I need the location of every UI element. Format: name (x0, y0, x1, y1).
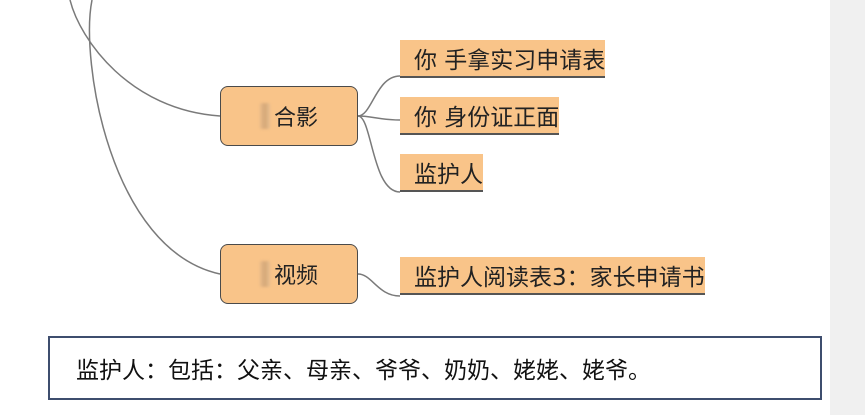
leaf-label: 监护人 (414, 162, 483, 188)
guardian-note-box: 监护人：包括：父亲、母亲、爷爷、奶奶、姥姥、姥爷。 (48, 336, 822, 400)
blurred-name (259, 261, 270, 287)
leaf-group-photo-1[interactable]: 你 手拿实习申请表 (400, 40, 606, 78)
connector-video-leaf-1 (357, 273, 401, 297)
leaf-label: 你 身份证正面 (414, 105, 560, 131)
guardian-note-text: 监护人：包括：父亲、母亲、爷爷、奶奶、姥姥、姥爷。 (76, 358, 651, 384)
leaf-group-photo-3[interactable]: 监护人 (400, 154, 483, 192)
leaf-group-photo-2[interactable]: 你 身份证正面 (400, 97, 560, 135)
branch-node-video[interactable]: 视频 (220, 244, 358, 304)
branch-node-group-photo[interactable]: 合影 (220, 86, 358, 146)
connector-root-group (69, 0, 221, 117)
branch-label-video: 视频 (273, 264, 318, 289)
blurred-name (259, 103, 270, 129)
connector-group-leaf-3 (357, 115, 401, 193)
connector-lines (69, 0, 401, 297)
mindmap-canvas: 合影 你 手拿实习申请表 你 身份证正面 监护人 视频 监护人阅读表3：家长申请… (48, 0, 822, 400)
leaf-label: 你 手拿实习申请表 (414, 48, 606, 74)
connector-group-leaf-2 (357, 115, 401, 121)
side-panel (830, 0, 865, 415)
connector-root-video (88, 0, 221, 275)
connector-group-leaf-1 (357, 75, 401, 117)
leaf-label: 监护人阅读表3：家长申请书 (414, 265, 705, 291)
branch-label-group-photo: 合影 (273, 106, 318, 131)
leaf-video-1[interactable]: 监护人阅读表3：家长申请书 (400, 257, 705, 295)
